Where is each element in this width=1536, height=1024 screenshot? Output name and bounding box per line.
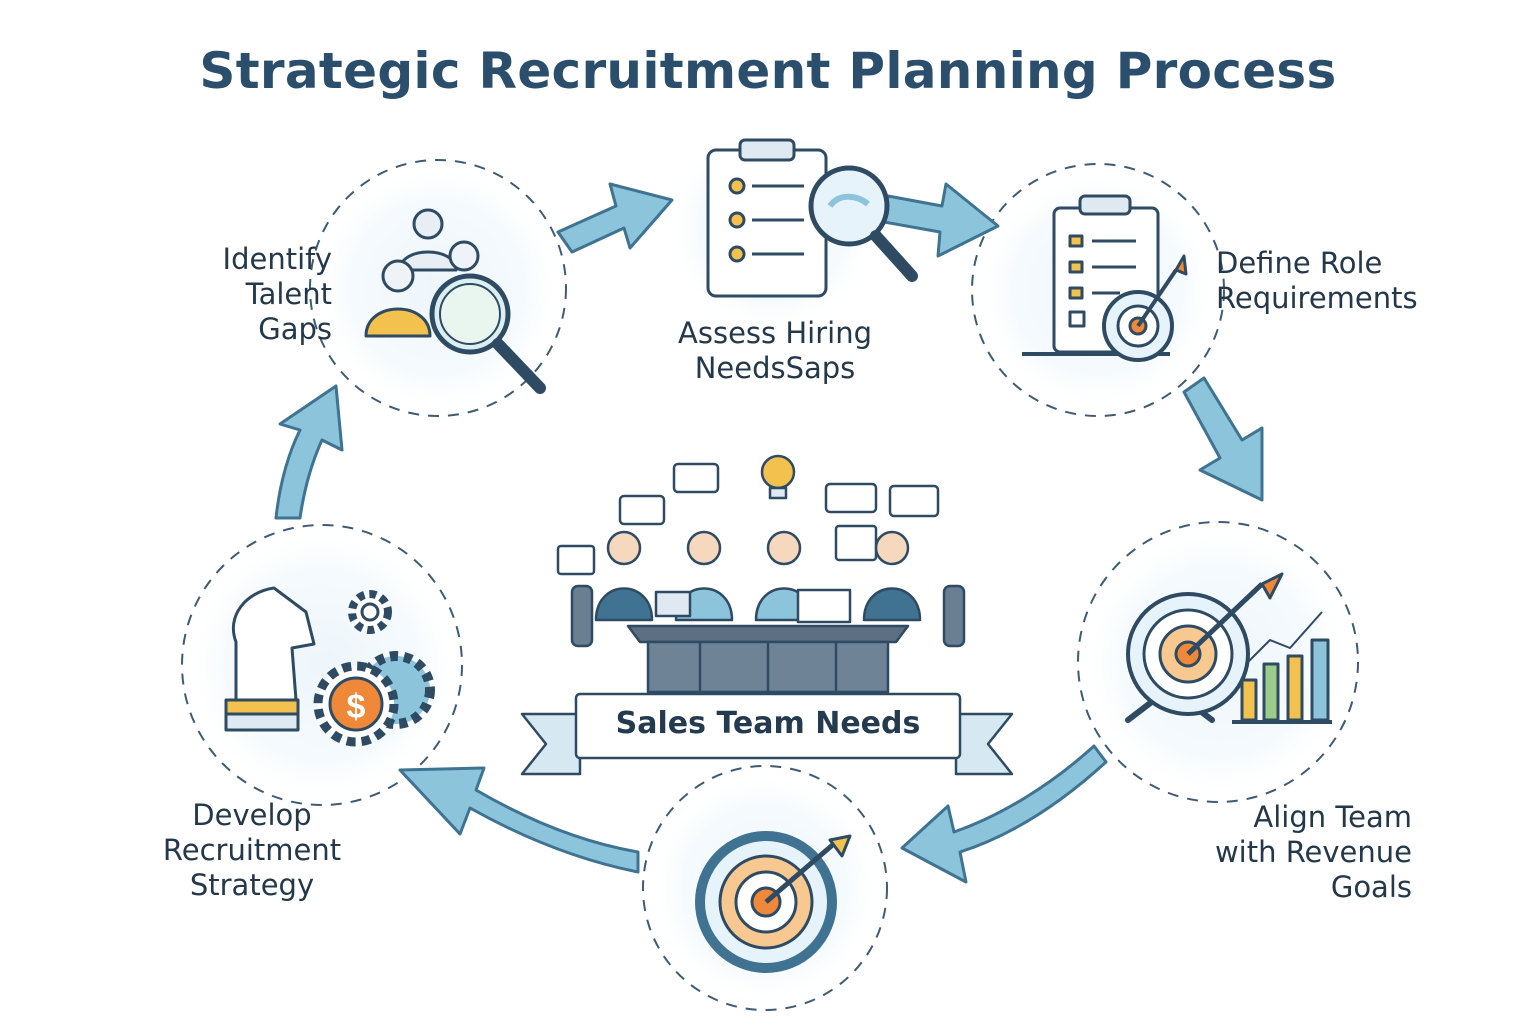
step-label-line: Strategy [189,868,315,902]
cycle-arrow-define-to-align [1182,376,1264,502]
step-label-line: Assess Hiring [678,316,872,350]
step-label-line: NeedsSaps [694,351,856,385]
step-label-line: Requirements [1216,281,1418,315]
cycle-arrow-identify-to-assess [556,182,674,254]
step-label-line: Goals [1330,870,1412,904]
cycle-arrow-assess-to-define [882,182,1000,258]
svg-text:$: $ [347,688,366,726]
team-magnifier-icon [364,208,546,394]
cycle-arrow-develop-to-identify [274,384,344,520]
step-label-line: Define Role [1216,246,1383,280]
step-label-line: Recruitment [162,833,342,867]
clipboard-magnifier-icon [706,138,918,298]
step-label-line: Talent [245,277,332,311]
step-label-line: Identify [222,242,332,276]
step-label-align: Align Team with Revenue Goals [1180,800,1412,905]
bullseye-arrow-icon [695,831,852,973]
step-label-define: Define Role Requirements [1216,246,1516,316]
center-banner-label: Sales Team Needs [615,706,921,741]
cycle-arrow-align-to-target [900,744,1108,884]
clipboard-target-icon [1022,194,1188,362]
sales-team-banner [520,692,1014,776]
step-label-line: with Revenue [1214,835,1412,869]
cycle-arrow-target-to-develop [398,766,640,874]
team-meeting-icon [556,454,966,694]
step-label-assess: Assess Hiring NeedsSaps [640,316,910,386]
step-label-identify: Identify Talent Gaps [190,242,332,347]
chess-knight-gears-icon: $ [224,586,435,747]
page-title: Strategic Recruitment Planning Process [199,42,1337,100]
step-label-line: Gaps [258,312,332,346]
step-label-line: Align Team [1253,800,1412,834]
target-growth-chart-icon [1125,572,1332,724]
step-label-line: Develop [192,798,312,832]
step-label-develop: Develop Recruitment Strategy [140,798,364,903]
